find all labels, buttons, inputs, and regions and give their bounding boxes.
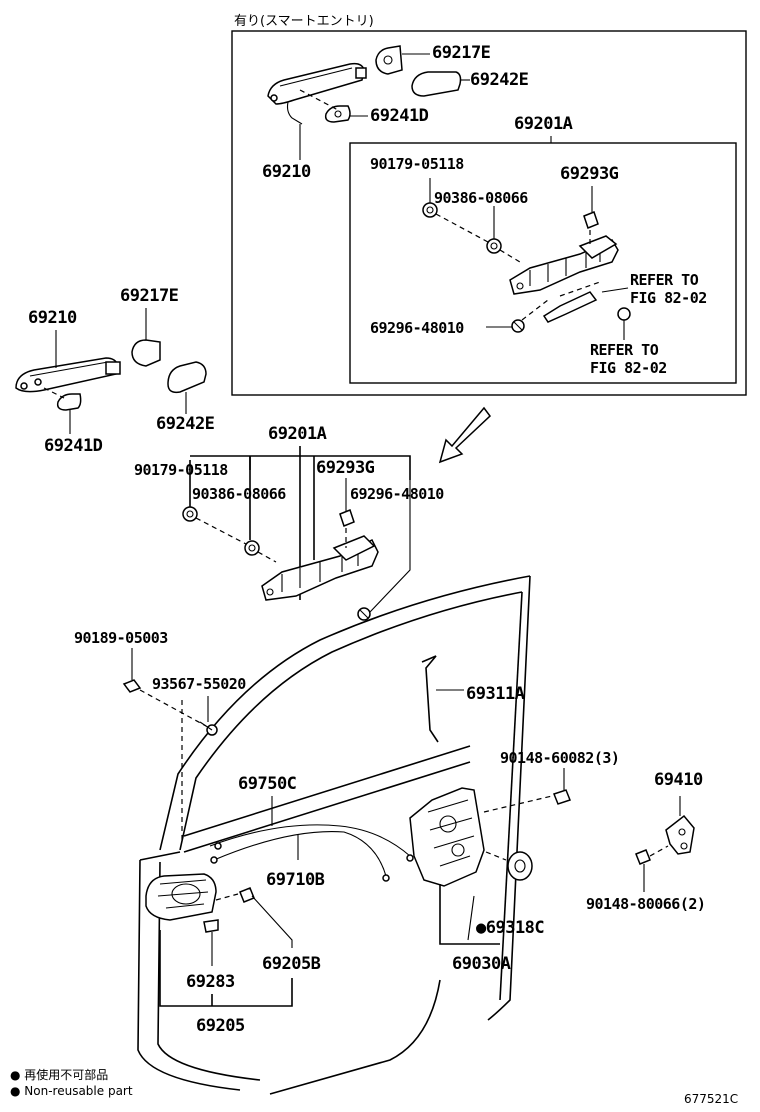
cylinder-cover-top	[324, 105, 351, 123]
label-69205: 69205	[196, 1016, 245, 1036]
label-69210-top: 69210	[262, 162, 311, 182]
direction-arrow	[438, 406, 492, 464]
handle-cover-mid	[131, 339, 161, 367]
smart-entry-note: 有り(スマートエントリ)	[234, 14, 374, 29]
refer-label-1: REFER TO	[630, 271, 699, 289]
label-69710B: 69710B	[266, 870, 325, 890]
diagram-code: 677521C	[684, 1092, 739, 1106]
screw-93567	[199, 721, 218, 736]
label-69283: 69283	[186, 972, 235, 992]
label-69293G: 69293G	[316, 458, 375, 478]
screw-90148-b	[635, 849, 651, 865]
label-90189: 90189-05003	[74, 629, 168, 647]
outer-handle-top	[267, 62, 367, 125]
outer-handle-mid	[15, 357, 121, 393]
label-69210: 69210	[28, 308, 77, 328]
cables	[209, 824, 414, 882]
smart-entry-box	[231, 30, 747, 396]
label-69241D-top: 69241D	[370, 106, 429, 126]
handle-cover-top	[375, 45, 403, 75]
label-93567: 93567-55020	[152, 675, 246, 693]
bolt-90179-mid	[182, 506, 198, 522]
handle-pad-mid	[167, 361, 207, 394]
label-69217E-top: 69217E	[432, 43, 491, 63]
label-90148a: 90148-60082(3)	[500, 749, 620, 767]
handle-pad-top	[411, 71, 462, 97]
label-90148b: 90148-80066(2)	[586, 895, 706, 913]
screw-69296-top	[511, 319, 525, 333]
label-69296: 69296-48010	[350, 485, 444, 503]
label-90179-top: 90179-05118	[370, 155, 464, 173]
legend-en: ● Non-reusable part	[10, 1084, 133, 1098]
bolt-refer-top	[617, 307, 631, 321]
nut-90386-mid	[244, 540, 260, 556]
label-69293G-top: 69293G	[560, 164, 619, 184]
label-69242E: 69242E	[156, 414, 215, 434]
label-69750C: 69750C	[238, 774, 297, 794]
nut-90386-top	[486, 238, 502, 254]
label-69410: 69410	[654, 770, 703, 790]
seal-69318C	[507, 851, 533, 881]
fig-label-2: FIG 82-02	[590, 359, 667, 377]
rod-top	[542, 281, 601, 323]
label-69241D: 69241D	[44, 436, 103, 456]
label-69318C: ●69318C	[476, 918, 545, 938]
fig-label-1: FIG 82-02	[630, 289, 707, 307]
screw-90148-a	[553, 789, 571, 805]
bolt-90189	[122, 679, 142, 693]
label-69201A-top: 69201A	[514, 114, 573, 134]
label-90386: 90386-08066	[192, 485, 286, 503]
inside-handle-69205	[145, 873, 217, 921]
label-69201A: 69201A	[268, 424, 327, 444]
cap-69283	[203, 919, 219, 933]
label-69217E: 69217E	[120, 286, 179, 306]
frame-assembly-top	[509, 235, 619, 295]
label-69242E-top: 69242E	[470, 70, 529, 90]
clip-69293G-top	[583, 211, 599, 229]
bolt-90179-top	[422, 202, 438, 218]
label-90386-top: 90386-08066	[434, 189, 528, 207]
label-69030A: 69030A	[452, 954, 511, 974]
refer-label-2: REFER TO	[590, 341, 659, 359]
label-69311A: 69311A	[466, 684, 525, 704]
label-90179: 90179-05118	[134, 461, 228, 479]
striker-69410	[665, 814, 695, 855]
legend-jp: ● 再使用不可部品	[10, 1068, 109, 1082]
label-69205B: 69205B	[262, 954, 321, 974]
frame-assembly-mid	[261, 535, 379, 601]
screw-69296-mid	[357, 607, 371, 621]
door-lock-69030A	[409, 787, 485, 887]
lock-assembly-box	[349, 142, 737, 384]
label-69296-top: 69296-48010	[370, 319, 464, 337]
clip-69293G-mid	[339, 509, 355, 527]
screw-69205B	[239, 887, 255, 903]
rod-69311A	[421, 655, 439, 743]
